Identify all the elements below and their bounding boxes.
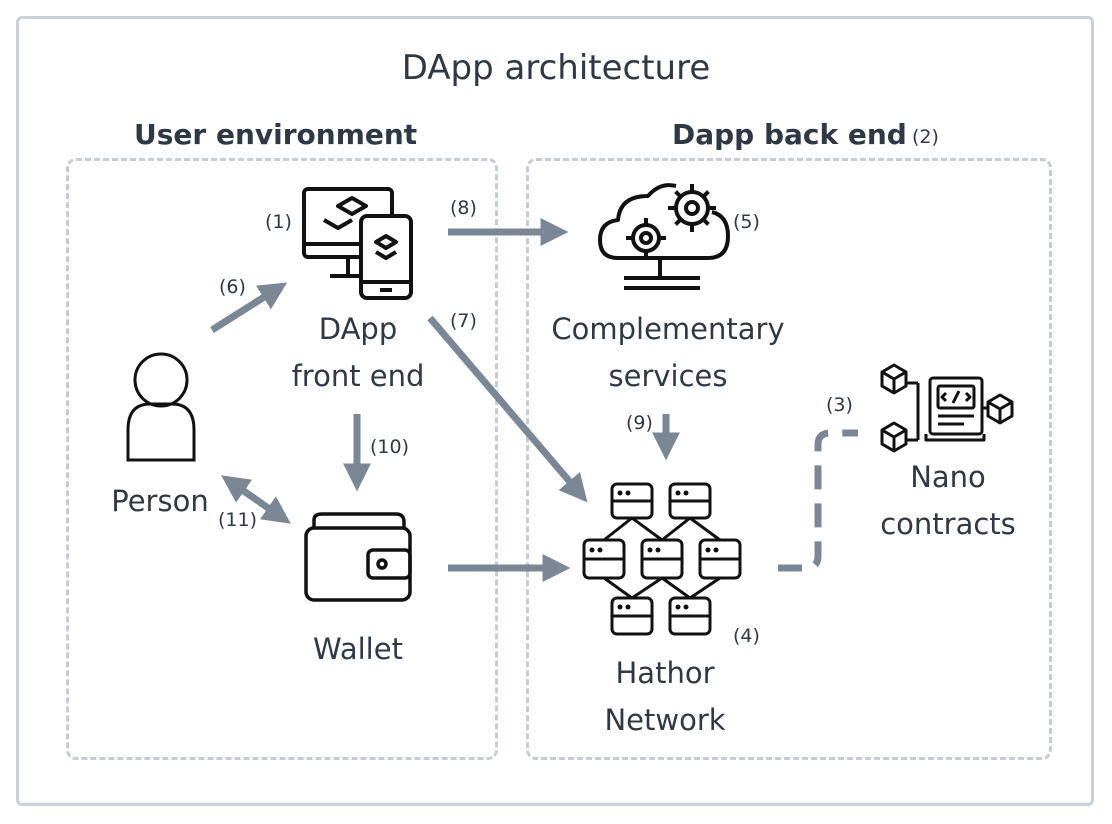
user-environment-heading: User environment — [134, 118, 418, 151]
smart-contract-icon — [880, 363, 1014, 453]
person-icon — [126, 352, 196, 462]
connection-label-6: (6) — [219, 276, 246, 298]
services-label-line1: Complementary — [551, 312, 785, 346]
cloud-gears-icon — [598, 183, 730, 290]
arrow-frontend-to-network — [427, 315, 588, 503]
backend-number: (2) — [912, 126, 939, 148]
server-network-icon — [582, 482, 742, 636]
connection-label-8: (8) — [450, 197, 477, 219]
frontend-label-line2: front end — [291, 359, 425, 393]
user-environment-zone — [66, 158, 498, 760]
services-label: Complementary services — [528, 306, 808, 400]
contracts-label: Nano contracts — [858, 454, 1038, 548]
dapp-backend-zone — [526, 158, 1052, 760]
connection-label-10: (10) — [370, 436, 410, 458]
connection-label-7: (7) — [450, 310, 477, 332]
frontend-label: DApp front end — [258, 306, 458, 400]
contracts-label-line2: contracts — [880, 507, 1016, 541]
diagram-frame — [16, 16, 1094, 806]
network-number: (4) — [733, 625, 760, 647]
arrow-person-to-frontend — [210, 282, 288, 333]
backend-heading: Dapp back end — [672, 118, 907, 151]
frontend-label-line1: DApp — [318, 312, 398, 346]
dashed-link-network-contracts — [778, 429, 858, 572]
diagram-title: DApp architecture — [401, 48, 711, 88]
services-number: (5) — [733, 211, 760, 233]
desktop-and-phone-icon — [302, 187, 413, 300]
network-label-line1: Hathor — [615, 656, 715, 690]
wallet-icon — [304, 512, 412, 602]
network-label-line2: Network — [604, 703, 726, 737]
network-label: Hathor Network — [565, 650, 765, 744]
services-label-line2: services — [608, 359, 728, 393]
frontend-number: (1) — [265, 211, 292, 233]
connection-label-9: (9) — [626, 412, 653, 434]
person-label: Person — [111, 484, 209, 518]
arrow-person-wallet — [221, 475, 291, 524]
contracts-label-line1: Nano — [910, 460, 986, 494]
wallet-label: Wallet — [313, 632, 403, 666]
contracts-number: (3) — [826, 394, 853, 416]
